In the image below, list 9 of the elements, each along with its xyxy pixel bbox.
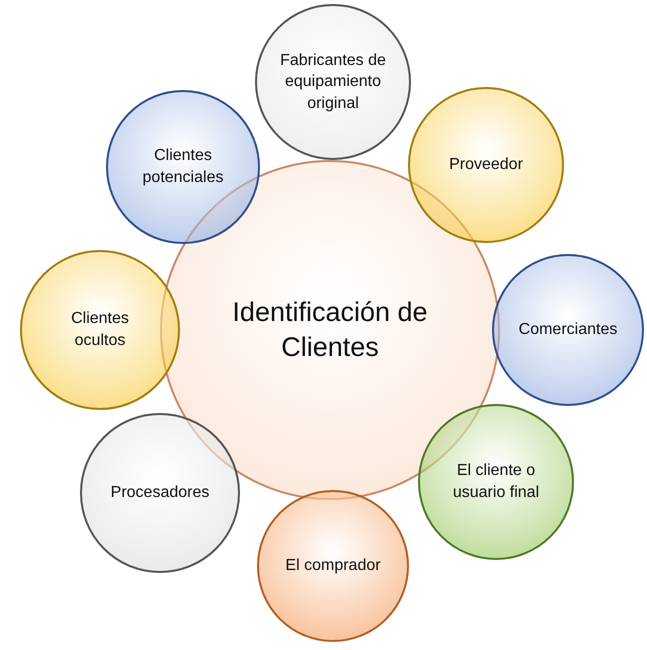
bubble-label: Procesadores [110, 483, 210, 504]
bubble-label: Fabricantes de equipamiento original [279, 50, 387, 114]
bubble-label: El comprador [285, 556, 381, 576]
center-title: Identificación de Clientes [231, 296, 429, 364]
bubble-label: Proveedor [449, 155, 523, 176]
bubble-label: Clientes potenciales [142, 146, 224, 188]
bubble-label: Clientes ocultos [70, 309, 130, 351]
bubble-label: El cliente o usuario final [452, 461, 540, 503]
bubble-label: Comerciantes [518, 320, 618, 340]
